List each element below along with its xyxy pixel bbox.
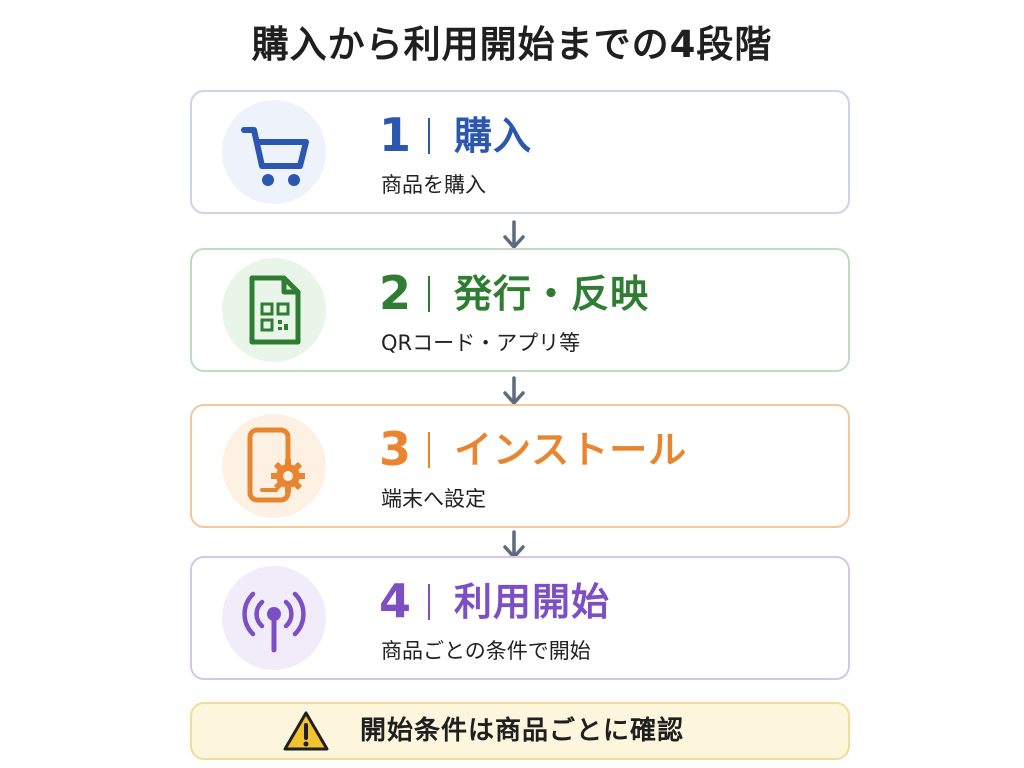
page-title: 購入から利用開始までの4段階 [251, 23, 773, 66]
phone-settings-icon [247, 427, 305, 503]
step-1-label: 購入 [454, 114, 533, 158]
step-card-3: 3 インストール 端末へ設定 [190, 404, 850, 528]
arrow-down-icon [503, 376, 525, 405]
warning-icon [283, 711, 329, 751]
step-card-4: 4 利用開始 商品ごとの条件で開始 [190, 556, 850, 680]
step-3-description: 端末へ設定 [381, 487, 486, 511]
step-1-number: 1 [379, 108, 412, 162]
step-3-icon-circle [222, 414, 326, 518]
notice-text: 開始条件は商品ごとに確認 [360, 716, 685, 746]
step-1-separator [428, 118, 430, 154]
cart-icon [241, 127, 309, 186]
step-card-1: 1 購入 商品を購入 [190, 90, 850, 214]
step-2-number: 2 [379, 266, 412, 320]
step-4-separator [428, 584, 430, 620]
step-4-icon-circle [222, 566, 326, 670]
step-3-number: 3 [379, 422, 412, 476]
step-1-description: 商品を購入 [381, 173, 486, 197]
step-4-number: 4 [379, 574, 412, 628]
step-3-separator [428, 432, 430, 468]
notice-banner: 開始条件は商品ごとに確認 [190, 702, 850, 760]
step-2-description: QRコード・アプリ等 [381, 331, 581, 355]
step-card-2: 2 発行・反映 QRコード・アプリ等 [190, 248, 850, 372]
qr-document-icon [249, 275, 301, 345]
step-2-separator [428, 276, 430, 312]
step-4-description: 商品ごとの条件で開始 [381, 639, 591, 663]
step-4-label: 利用開始 [454, 580, 611, 624]
step-2-icon-circle [222, 258, 326, 362]
step-3-label: インストール [454, 428, 688, 472]
antenna-signal-icon [242, 591, 306, 653]
step-2-label: 発行・反映 [454, 272, 650, 316]
step-1-icon-circle [222, 100, 326, 204]
arrow-down-icon [503, 220, 525, 249]
